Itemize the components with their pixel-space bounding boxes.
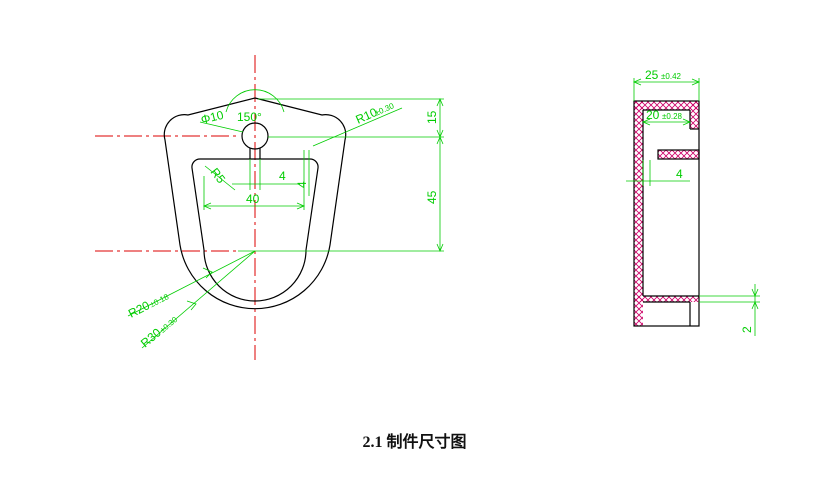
dim-r10-group: R10 ±0.30	[354, 101, 396, 127]
front-view: Φ10 150° R10 ±0.30 15 45 R5 4 4 40 R20 ±…	[95, 55, 444, 360]
dim-angle-150: 150°	[237, 110, 262, 124]
side-outline	[633, 100, 700, 327]
dim-r30-group: R30 ±0.30	[138, 315, 180, 351]
dim-45: 45	[425, 190, 439, 204]
side-dimension-texts: 25 ±0.42 20 ±0.28 4 2	[645, 68, 754, 333]
dim-4-horizontal: 4	[279, 169, 286, 183]
dim-15: 15	[425, 110, 439, 124]
top-hole	[241, 122, 269, 150]
figure-caption: 2.1 制件尺寸图	[362, 434, 467, 451]
part-outline	[163, 97, 347, 310]
section-hatch	[634, 101, 699, 326]
dim-r30-tolerance: ±0.30	[158, 315, 179, 335]
dim-phi10: Φ10	[199, 108, 225, 127]
dim-4-side: 4	[676, 167, 683, 181]
dim-4-vertical: 4	[295, 181, 309, 188]
front-dimension-lines	[127, 89, 444, 349]
dim-r20-group: R20 ±0.18	[126, 292, 171, 321]
front-dimension-texts: Φ10 150° R10 ±0.30 15 45 R5 4 4 40 R20 ±…	[126, 101, 439, 351]
outer-contour	[163, 97, 347, 310]
dim-2: 2	[740, 326, 754, 333]
dim-25: 25	[645, 68, 659, 82]
dim-r5: R5	[208, 165, 229, 186]
dim-20-tolerance: ±0.28	[662, 112, 683, 121]
dim-25-tolerance: ±0.42	[661, 72, 682, 81]
side-dimension-lines	[626, 78, 760, 336]
dim-20: 20	[646, 108, 660, 122]
dim-40: 40	[246, 192, 260, 206]
side-view: 25 ±0.42 20 ±0.28 4 2	[626, 68, 760, 336]
inner-window	[191, 158, 319, 302]
dim-r20-tolerance: ±0.18	[148, 292, 170, 309]
